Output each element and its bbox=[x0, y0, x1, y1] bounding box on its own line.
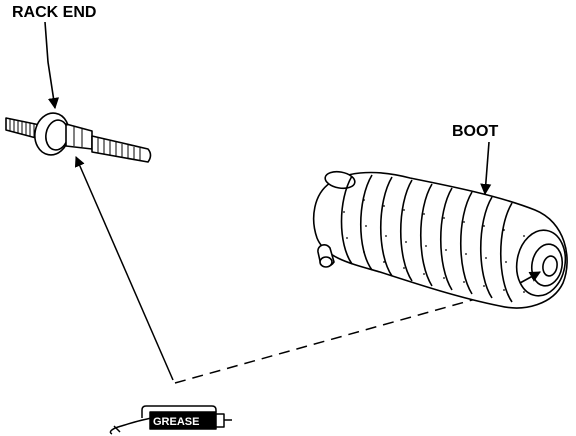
rack-end-leader bbox=[44, 21, 60, 110]
grease-application-arrow bbox=[74, 156, 174, 381]
grease-label: GREASE bbox=[153, 416, 199, 428]
rack-end-label: RACK END bbox=[12, 4, 96, 21]
boot-label: BOOT bbox=[452, 123, 498, 140]
grease-dashed-line bbox=[174, 289, 509, 384]
boot-stipple bbox=[343, 199, 525, 293]
boot-leader bbox=[480, 141, 492, 196]
grease-gun bbox=[109, 405, 232, 435]
boot-opening-arrow bbox=[519, 271, 541, 284]
boot-part bbox=[312, 170, 568, 309]
rack-end-part bbox=[5, 112, 152, 163]
